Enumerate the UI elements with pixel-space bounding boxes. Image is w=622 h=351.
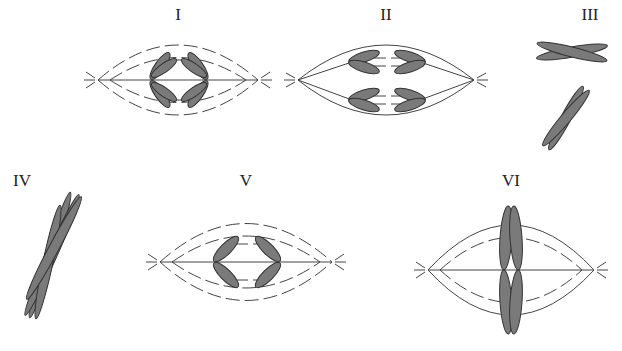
stage-four-figure — [21, 191, 86, 320]
stage-one-figure — [84, 45, 272, 115]
stage-label: VI — [502, 172, 520, 189]
stage-five-figure — [146, 224, 346, 301]
stage-six-figure — [414, 206, 608, 335]
stage-two-figure — [284, 45, 488, 115]
stage-label: V — [240, 172, 252, 189]
stage-label: III — [582, 6, 599, 23]
stage-label: II — [380, 6, 391, 23]
stage-label: I — [175, 6, 181, 23]
stage-label: IV — [13, 172, 31, 189]
stage-three-figure — [536, 38, 609, 152]
